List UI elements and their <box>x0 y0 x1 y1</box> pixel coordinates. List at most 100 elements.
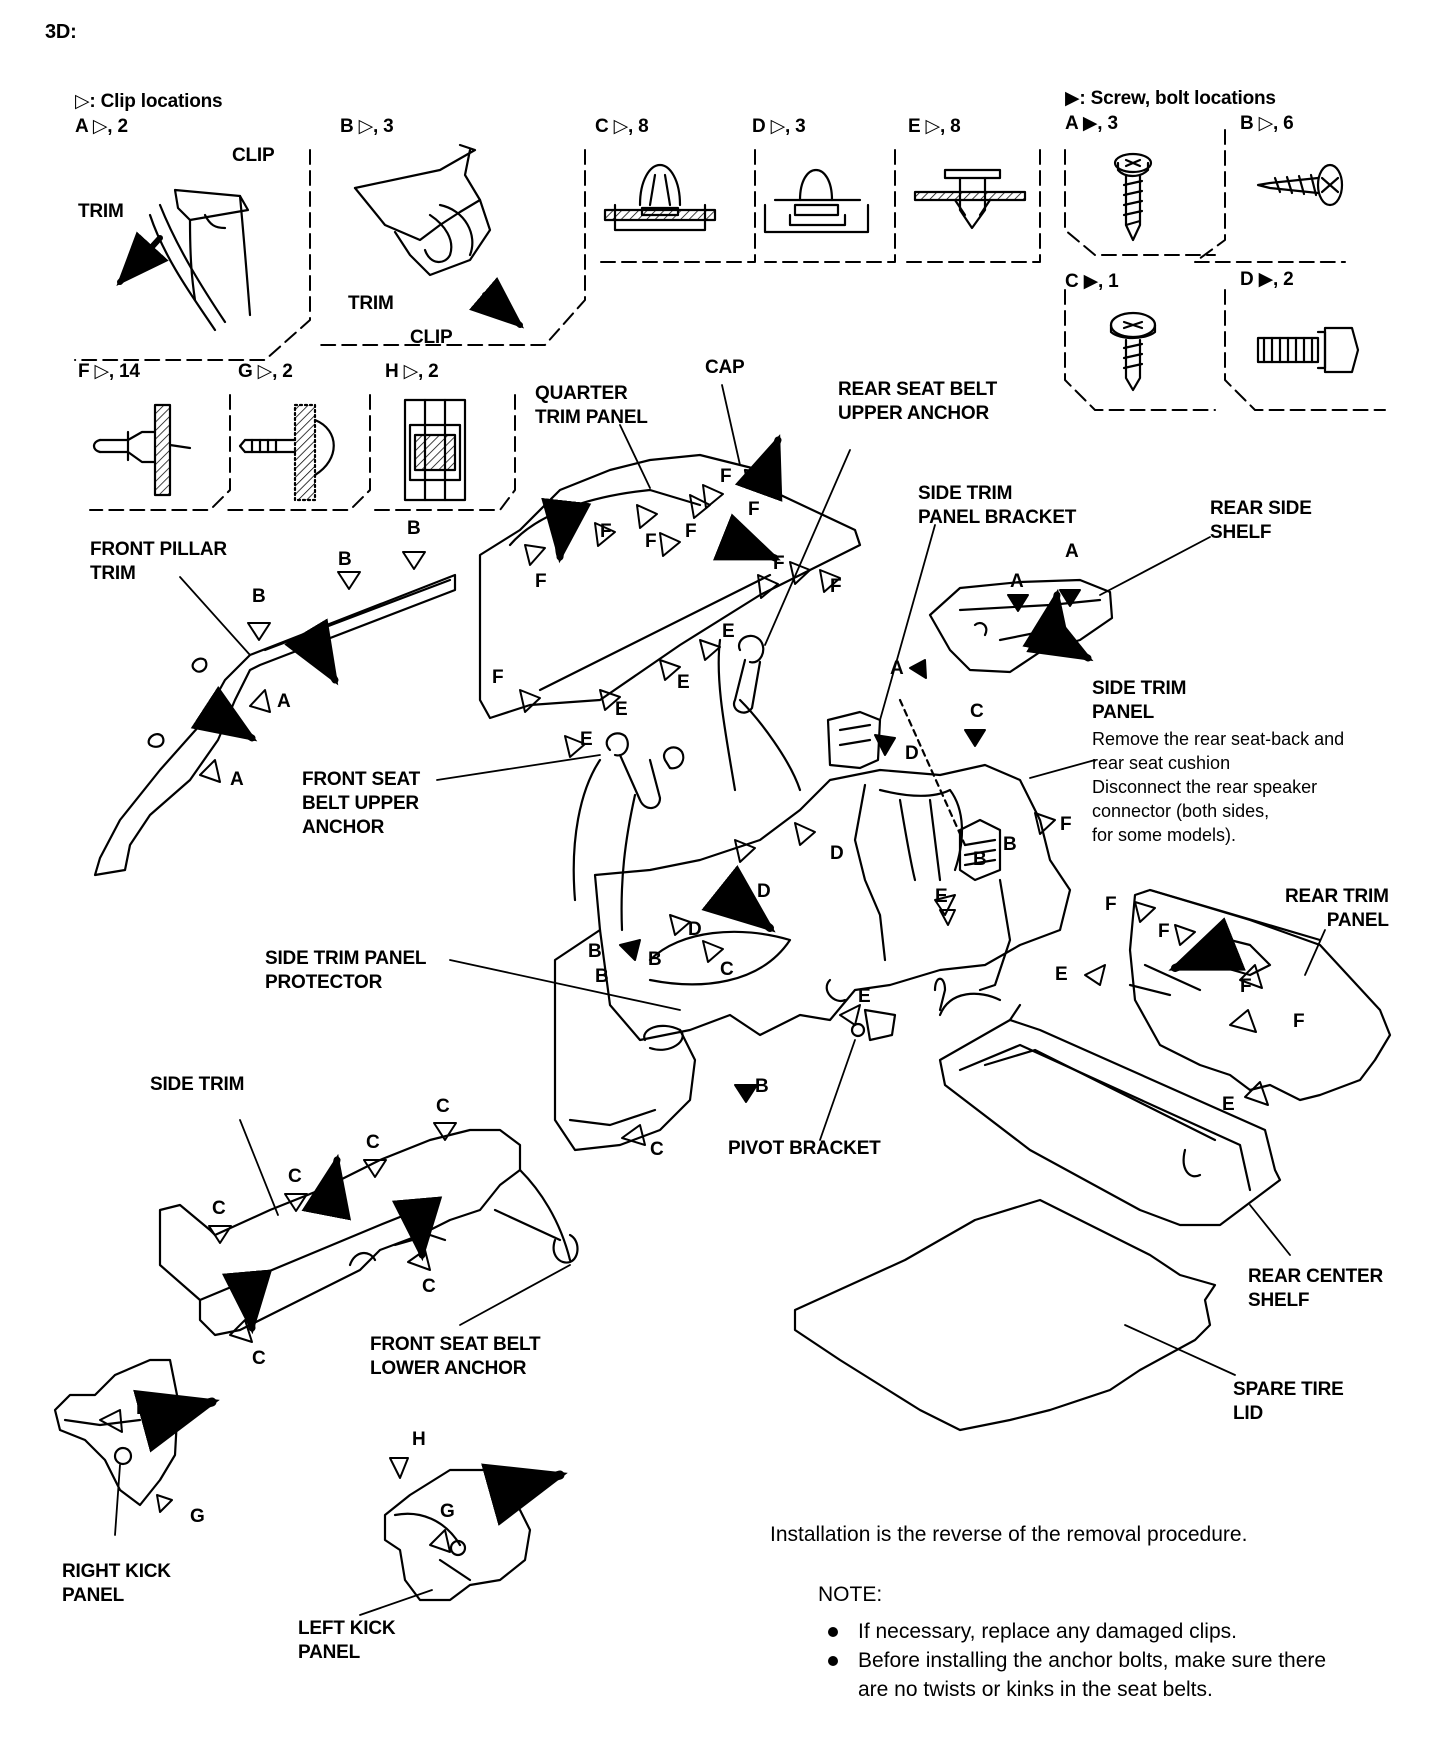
callout-letter: B <box>973 849 987 870</box>
rear-side-shelf-label: REAR SIDE SHELF <box>1210 498 1312 543</box>
note-item: Before installing the anchor bolts, make… <box>825 1646 1326 1704</box>
screw-b-label: B ▷, 6 <box>1240 113 1294 134</box>
rear-seat-belt-upper-anchor-label: REAR SEAT BELT UPPER ANCHOR <box>838 379 998 424</box>
right-kick-panel-drawing <box>53 1358 180 1507</box>
legend-dividers <box>74 129 1386 511</box>
side-trim-panel-note: Remove the rear seat-back and rear seat … <box>1092 729 1345 845</box>
callout-letter: H <box>412 1429 426 1450</box>
right-kick-panel-label: RIGHT KICK PANEL <box>62 1561 171 1606</box>
callout-letter: F <box>492 667 504 688</box>
detail-h-clip-drawing <box>403 398 467 502</box>
callout-letter: D <box>688 919 702 940</box>
clip-d-label: D ▷, 3 <box>752 116 806 137</box>
cap-drawing <box>743 468 777 492</box>
installation-text: Installation is the reverse of the remov… <box>770 1523 1248 1546</box>
note-list: If necessary, replace any damaged clips.… <box>825 1617 1326 1704</box>
side-trim-drawing <box>158 1128 579 1337</box>
clip-f-label: F ▷, 14 <box>78 361 140 382</box>
callout-letter: C <box>252 1348 266 1369</box>
detail-a-clip-drawing <box>148 188 252 332</box>
callout-letter: D <box>905 743 919 764</box>
detail-b-arrow <box>469 276 525 329</box>
screw-b-drawing <box>1256 163 1344 207</box>
spare-tire-lid-drawing <box>793 1198 1217 1432</box>
callout-letter: C <box>288 1166 302 1187</box>
side-trim-arrow-down-2 <box>221 1269 273 1335</box>
left-kick-panel-arrow <box>481 1463 568 1526</box>
detail-e-clip-drawing <box>913 168 1027 230</box>
clip-e-label: E ▷, 8 <box>908 116 961 137</box>
callout-letter: B <box>588 941 602 962</box>
callout-markers <box>99 484 1269 1553</box>
callout-letter: A <box>1010 571 1024 592</box>
callout-letter: B <box>407 518 421 539</box>
callout-letter: F <box>748 499 760 520</box>
small-clip-piece <box>662 746 685 770</box>
callout-letter: B <box>755 1076 769 1097</box>
callout-letter: C <box>650 1139 664 1160</box>
callout-letter: D <box>757 881 771 902</box>
bolt-d-drawing <box>1256 326 1360 374</box>
cap-arrow <box>734 434 783 502</box>
side-trim-panel-protector-label: SIDE TRIM PANEL PROTECTOR <box>265 948 427 993</box>
callout-letter: C <box>970 701 984 722</box>
screw-c-drawing <box>1109 311 1157 392</box>
callout-letter: F <box>830 576 842 597</box>
callout-letter: C <box>436 1096 450 1117</box>
right-kick-panel-arrow <box>133 1389 220 1453</box>
quarter-trim-arrow-right <box>712 513 781 562</box>
callout-letter: C <box>720 959 734 980</box>
callout-letter: F <box>1158 921 1170 942</box>
callout-letter: F <box>1060 814 1072 835</box>
callout-letter: G <box>190 1506 205 1527</box>
callout-letter: F <box>535 571 547 592</box>
pivot-bracket-label: PIVOT BRACKET <box>728 1138 881 1159</box>
rear-seat-belt-upper-anchor-drawing <box>717 634 802 792</box>
clip-g-label: G ▷, 2 <box>238 361 293 382</box>
callout-letter: B <box>1003 834 1017 855</box>
callout-letter: E <box>1222 1094 1235 1115</box>
side-trim-panel-label: SIDE TRIM PANEL <box>1092 678 1187 723</box>
clip-b-label: B ▷, 3 <box>340 116 394 137</box>
screw-legend-title: ▶: Screw, bolt locations <box>1065 88 1276 109</box>
side-trim-arrow-up <box>301 1153 352 1221</box>
rear-trim-panel-label: REAR TRIM PANEL <box>1285 886 1389 931</box>
leader-lines <box>114 384 1326 1616</box>
callout-letter: C <box>212 1198 226 1219</box>
screw-a-drawing <box>1113 152 1153 242</box>
detail-d-clip-drawing <box>763 168 870 234</box>
callout-letter: A <box>890 658 904 679</box>
cap-label: CAP <box>705 357 745 378</box>
front-seat-belt-lower-anchor-label: FRONT SEAT BELT LOWER ANCHOR <box>370 1334 541 1379</box>
callout-letter: B <box>648 949 662 970</box>
detail-a-trim-label: TRIM <box>78 201 124 222</box>
detail-b-clip-drawing <box>353 143 492 277</box>
screw-c-label: C ▶, 1 <box>1065 271 1119 292</box>
detail-c-clip-drawing <box>603 163 717 232</box>
spare-tire-lid-label: SPARE TIRE LID <box>1233 1379 1344 1424</box>
callout-letter: E <box>858 986 871 1007</box>
callout-letter: F <box>685 521 697 542</box>
callout-letter: E <box>677 672 690 693</box>
callout-letter: E <box>615 699 628 720</box>
lower-pillar-drawing <box>553 928 697 1152</box>
rear-center-shelf-label: REAR CENTER SHELF <box>1248 1266 1384 1311</box>
callout-letter: B <box>252 586 266 607</box>
front-seat-belt-upper-anchor-drawing <box>572 732 662 932</box>
clip-a-label: A ▷, 2 <box>75 116 128 137</box>
quarter-trim-arrow-down <box>541 497 592 564</box>
callout-letter: C <box>366 1132 380 1153</box>
callout-letter: F <box>600 521 612 542</box>
callout-letter: D <box>830 843 844 864</box>
left-kick-panel-drawing <box>383 1468 532 1602</box>
side-trim-panel-arrow <box>701 865 776 933</box>
detail-b-trim-label: TRIM <box>348 293 394 314</box>
callout-letter: A <box>277 691 291 712</box>
callout-letter: F <box>1293 1011 1305 1032</box>
screw-a-label: A ▶, 3 <box>1065 113 1118 134</box>
front-seat-belt-upper-anchor-label: FRONT SEAT BELT UPPER ANCHOR <box>302 769 420 838</box>
detail-a-arrow <box>116 231 169 286</box>
callout-letter: C <box>422 1276 436 1297</box>
pivot-bracket-drawing <box>825 978 897 1042</box>
